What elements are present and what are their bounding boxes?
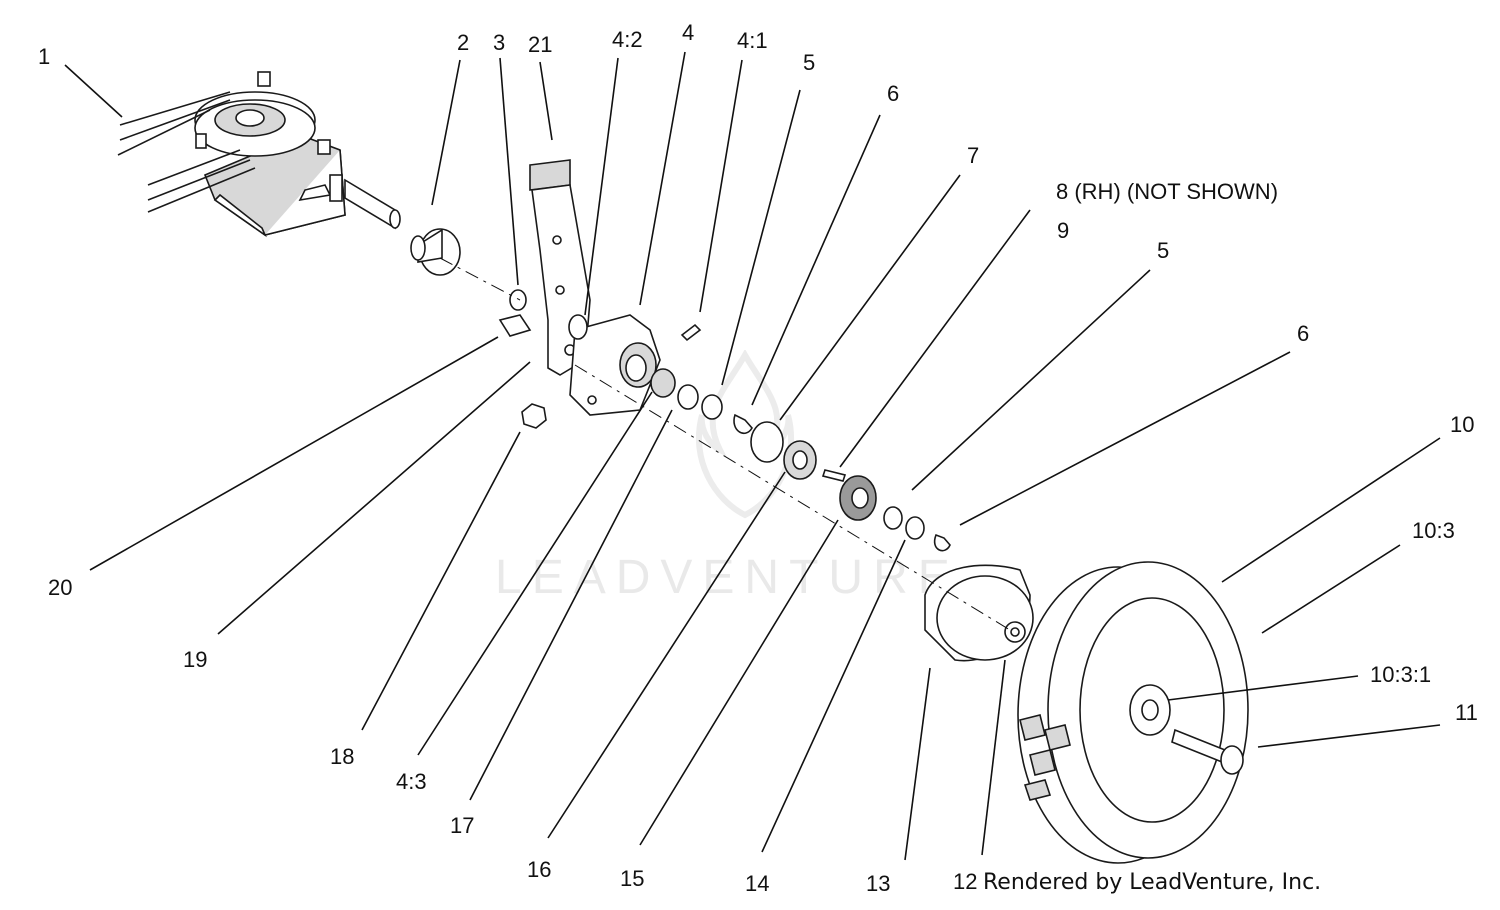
callout-13: 13 — [866, 871, 890, 896]
wheel-bracket — [568, 314, 661, 416]
gear-cover — [924, 564, 1034, 662]
callout-21: 21 — [528, 32, 552, 57]
assembly-centerline — [439, 257, 1011, 631]
callout-19: 19 — [183, 647, 207, 672]
callout-1: 1 — [38, 44, 50, 69]
render-credit: Rendered by LeadVenture, Inc. — [983, 870, 1322, 895]
callout-4-3: 4:3 — [396, 769, 427, 794]
callout-17: 17 — [450, 813, 474, 838]
small-washer — [509, 289, 527, 311]
spacer-sleeve — [905, 516, 925, 540]
flanged-bushing — [410, 228, 461, 276]
callout-6a: 6 — [887, 81, 899, 106]
seal-ring — [750, 421, 784, 463]
callout-labels: 1 2 3 21 4:2 4 4:1 5 6 7 8 (RH) (NOT SHO… — [38, 20, 1478, 896]
callout-8: 8 (RH) (NOT SHOWN) — [1056, 179, 1278, 204]
callout-16: 16 — [527, 857, 551, 882]
hex-nut — [521, 403, 547, 429]
watermark-text: LEADVENTURE — [495, 551, 960, 604]
callout-4-2: 4:2 — [612, 27, 643, 52]
callout-11: 11 — [1455, 700, 1478, 725]
callout-5b: 5 — [1157, 238, 1169, 263]
callout-10-3: 10:3 — [1412, 518, 1455, 543]
shaft-bearing — [650, 368, 676, 398]
transmission-assembly — [117, 71, 401, 238]
callout-9: 9 — [1057, 218, 1069, 243]
callout-4: 4 — [682, 20, 694, 45]
callout-15: 15 — [620, 866, 644, 891]
leader-lines — [64, 51, 1441, 861]
e-clip-6b — [933, 533, 951, 552]
callout-5a: 5 — [803, 50, 815, 75]
wheel-assembly — [1017, 561, 1249, 864]
e-clip-6a — [733, 413, 753, 434]
carriage-bolt — [498, 314, 532, 337]
callout-3: 3 — [493, 30, 505, 55]
callout-18: 18 — [330, 744, 354, 769]
ratchet-pawl — [821, 469, 847, 482]
callout-2: 2 — [457, 30, 469, 55]
callout-14: 14 — [745, 871, 769, 896]
callout-10-3-1: 10:3:1 — [1370, 662, 1431, 687]
callout-10: 10 — [1450, 412, 1474, 437]
flat-washer-17 — [677, 384, 699, 410]
bracket-screw — [680, 323, 702, 342]
callout-4-1: 4:1 — [737, 28, 768, 53]
callout-12: 12 — [953, 869, 977, 894]
wheel-bolt — [1171, 728, 1244, 775]
callout-20: 20 — [48, 575, 72, 600]
thrust-washer-5a — [701, 394, 723, 420]
callout-6b: 6 — [1297, 321, 1309, 346]
thrust-washer-5b — [883, 506, 903, 530]
callout-7: 7 — [967, 143, 979, 168]
ratchet-bearing — [783, 440, 817, 480]
pinion-gear — [839, 475, 877, 521]
